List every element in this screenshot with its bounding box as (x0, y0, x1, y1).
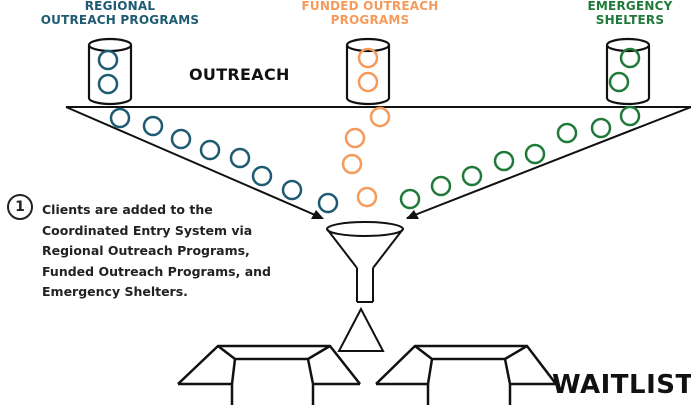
outreach-title: OUTREACH (189, 65, 290, 84)
step-number-badge: 1 (7, 194, 33, 220)
client-circles-funded (341, 106, 391, 208)
cylinder-emergency (605, 37, 651, 106)
split-triangle (337, 306, 385, 352)
label-regional-line2: OUTREACH PROGRAMS (40, 13, 200, 27)
client-circles-regional (109, 107, 339, 214)
cylinder-funded (345, 37, 391, 106)
cylinder-regional (87, 37, 133, 106)
label-regional-line1: REGIONAL (84, 0, 156, 13)
waitlist-box-left (177, 344, 361, 405)
client-circles-regional-cylinder (97, 49, 119, 95)
label-funded-line1: FUNDED OUTREACH (301, 0, 439, 13)
label-emergency-line2: SHELTERS (595, 13, 665, 27)
label-regional-outreach: REGIONAL OUTREACH PROGRAMS (40, 0, 200, 27)
funnel-icon (326, 221, 404, 303)
client-circles-funded-cylinder (357, 47, 379, 93)
waitlists-title: WAITLISTS (552, 370, 691, 400)
label-emergency-shelters: EMERGENCY SHELTERS (560, 0, 691, 27)
arrowheads (311, 210, 419, 219)
label-funded-outreach: FUNDED OUTREACH PROGRAMS (290, 0, 450, 27)
label-funded-line2: PROGRAMS (330, 13, 410, 27)
label-emergency-line1: EMERGENCY (587, 0, 673, 13)
step-description: Clients are added to the Coordinated Ent… (42, 202, 271, 299)
client-circles-emergency-cylinder (608, 47, 641, 93)
client-circles-emergency (399, 105, 641, 210)
waitlist-box-right (375, 344, 557, 405)
